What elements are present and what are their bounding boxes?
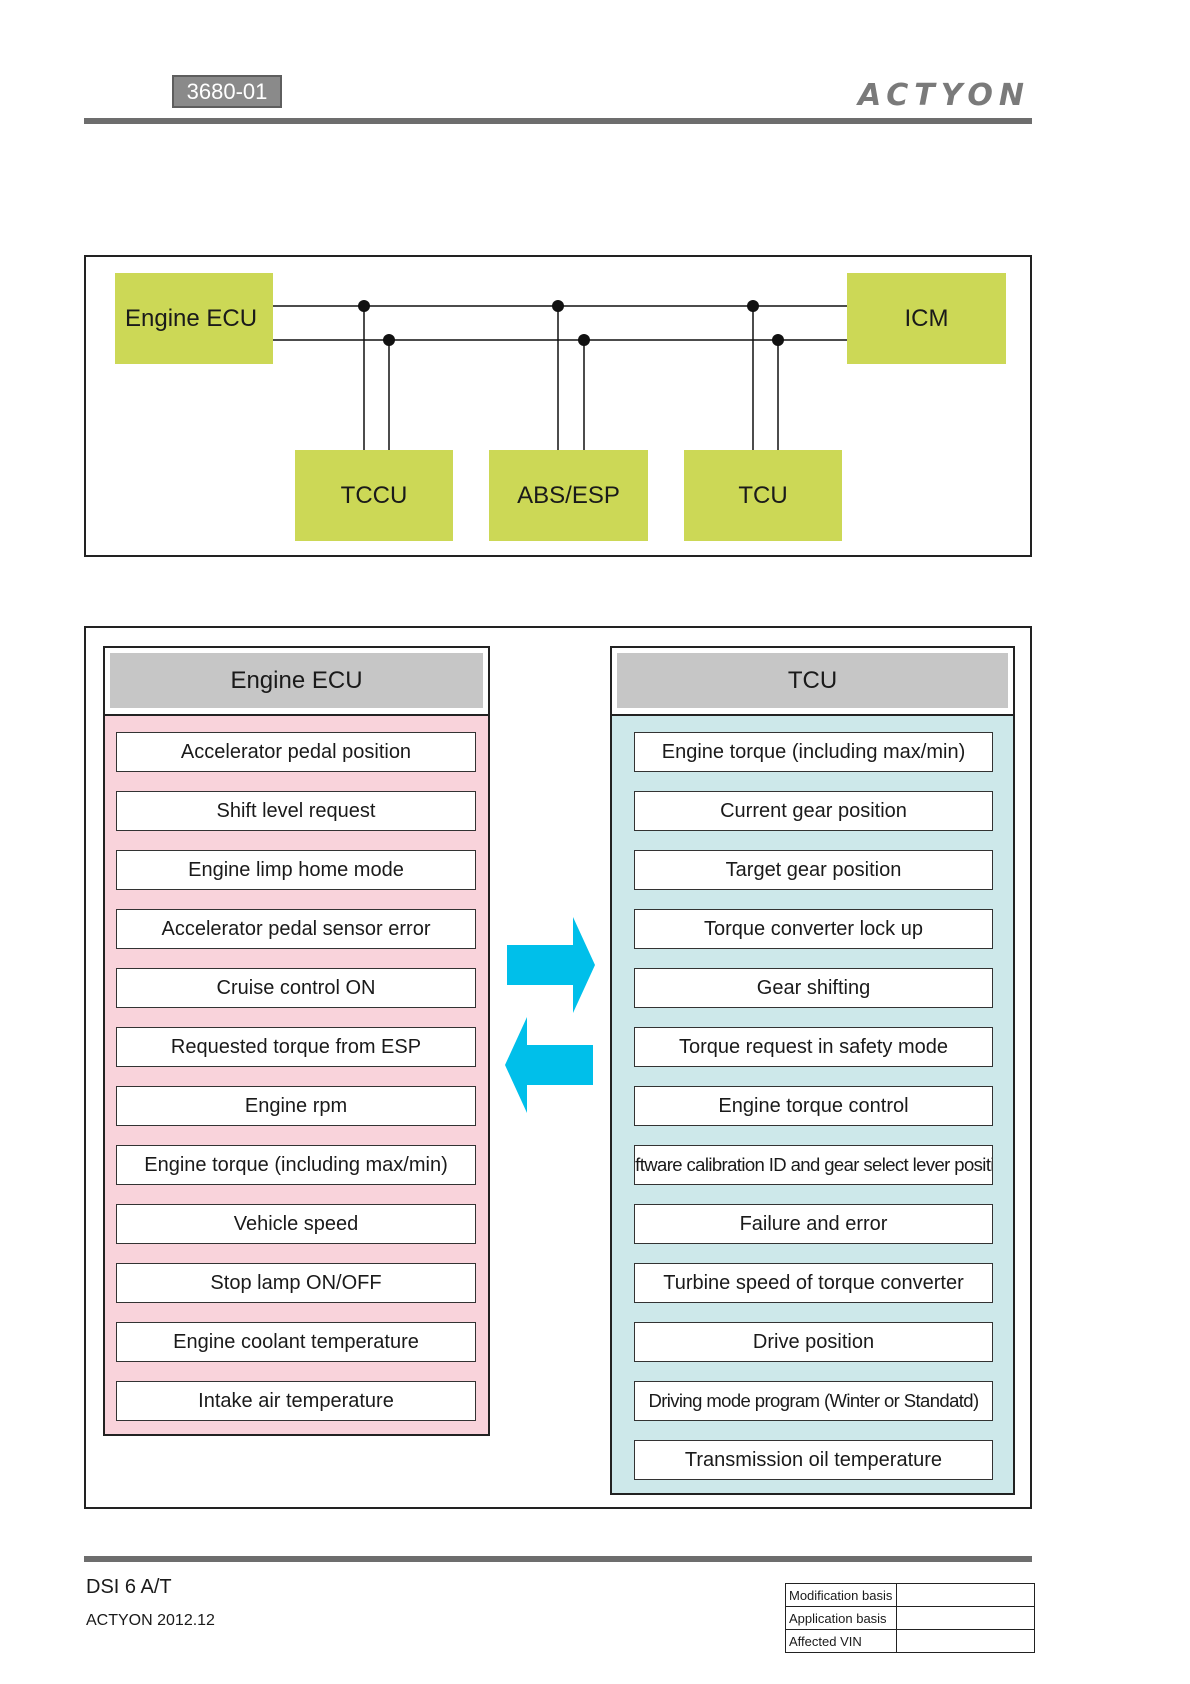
page-code-badge: 3680-01 [172, 75, 282, 108]
junction-dot [358, 300, 370, 312]
signal-item: Torque converter lock up [634, 909, 993, 949]
node-engine-ecu: Engine ECU [115, 273, 273, 364]
tcu-signal-panel: TCU Engine torque (including max/min) Cur… [610, 646, 1015, 1495]
signal-item: Turbine speed of torque converter [634, 1263, 993, 1303]
signal-item: Engine torque control [634, 1086, 993, 1126]
header-rule [84, 118, 1032, 124]
footer-rule [84, 1556, 1032, 1562]
node-tcu: TCU [684, 450, 842, 541]
can-network-diagram [84, 255, 1032, 557]
arrow-left-icon [505, 1017, 593, 1113]
affected-vin-value [896, 1629, 1035, 1653]
signal-item: Software calibration ID and gear select … [634, 1145, 993, 1185]
signal-item: Accelerator pedal sensor error [116, 909, 476, 949]
signal-item: Stop lamp ON/OFF [116, 1263, 476, 1303]
document-title: DSI 6 A/T [86, 1576, 172, 1598]
signal-item: Transmission oil temperature [634, 1440, 993, 1480]
application-basis-value [896, 1606, 1035, 1630]
signal-item: Failure and error [634, 1204, 993, 1244]
signal-item: Requested torque from ESP [116, 1027, 476, 1067]
signal-item: Cruise control ON [116, 968, 476, 1008]
junction-dot [747, 300, 759, 312]
application-basis-label: Application basis [785, 1606, 897, 1630]
can-bus-lines [272, 300, 848, 450]
signal-item: Drive position [634, 1322, 993, 1362]
brand-logo: ACTYON [857, 78, 1030, 113]
node-tccu: TCCU [295, 450, 453, 541]
table-row: Application basis [785, 1606, 1035, 1630]
signal-item: Intake air temperature [116, 1381, 476, 1421]
signal-item: Current gear position [634, 791, 993, 831]
node-abs-esp: ABS/ESP [489, 450, 648, 541]
signal-item: Shift level request [116, 791, 476, 831]
signal-item: Driving mode program (Winter or Standatd… [634, 1381, 993, 1421]
modification-table: Modification basis Application basis Aff… [785, 1583, 1035, 1653]
table-row: Affected VIN [785, 1629, 1035, 1653]
engine-ecu-panel-title: Engine ECU [110, 653, 483, 708]
modification-basis-label: Modification basis [785, 1583, 897, 1607]
modification-basis-value [896, 1583, 1035, 1607]
signal-item: Engine torque (including max/min) [116, 1145, 476, 1185]
junction-dot [552, 300, 564, 312]
affected-vin-label: Affected VIN [785, 1629, 897, 1653]
signal-item: Engine limp home mode [116, 850, 476, 890]
junction-dot [383, 334, 395, 346]
signal-item: Target gear position [634, 850, 993, 890]
signal-item: Vehicle speed [116, 1204, 476, 1244]
junction-dot [578, 334, 590, 346]
arrow-right-icon [507, 917, 595, 1013]
signal-item: Engine rpm [116, 1086, 476, 1126]
table-row: Modification basis [785, 1583, 1035, 1607]
node-icm: ICM [847, 273, 1006, 364]
signal-item: Accelerator pedal position [116, 732, 476, 772]
signal-item: Gear shifting [634, 968, 993, 1008]
signal-exchange-frame [84, 626, 1032, 1509]
junction-dot [772, 334, 784, 346]
tcu-panel-title: TCU [617, 653, 1008, 708]
engine-ecu-panel-header: Engine ECU [105, 648, 488, 716]
exchange-arrows [505, 917, 595, 1113]
signal-item: Torque request in safety mode [634, 1027, 993, 1067]
signal-item: Engine coolant temperature [116, 1322, 476, 1362]
signal-item: Engine torque (including max/min) [634, 732, 993, 772]
document-subtitle: ACTYON 2012.12 [86, 1612, 215, 1629]
tcu-panel-header: TCU [612, 648, 1013, 716]
